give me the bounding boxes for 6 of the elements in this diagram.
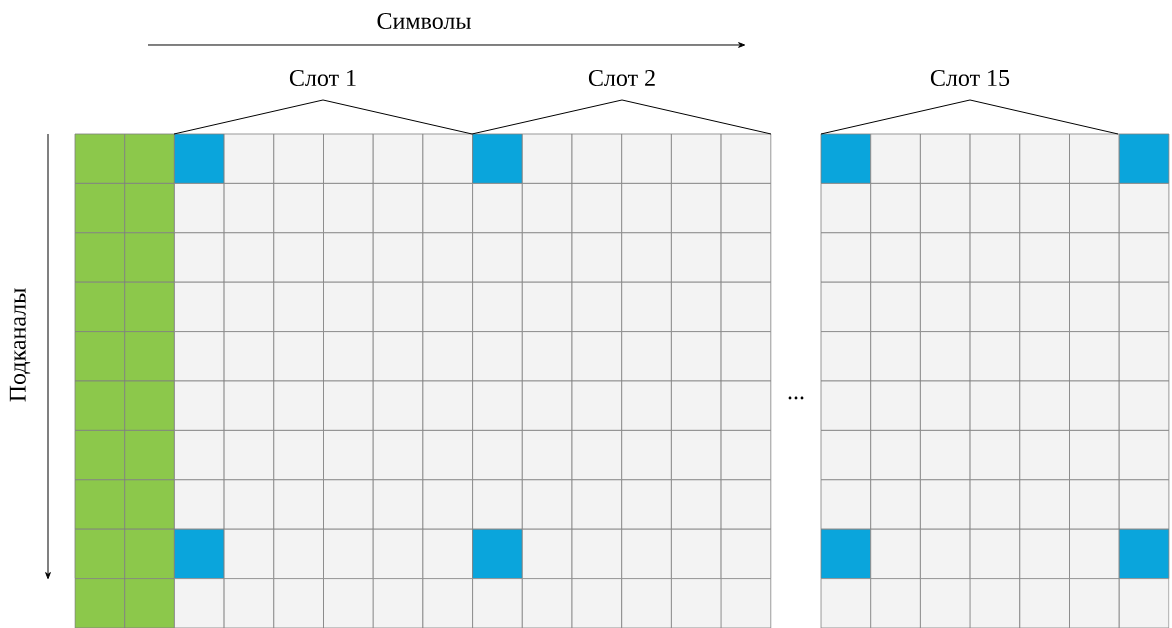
ellipsis: ... (788, 396, 804, 400)
axis-label: Подканалы (9, 288, 31, 402)
axis-label: Символы (377, 12, 471, 30)
slot-label: Слот 2 (588, 69, 655, 87)
slot-label: Слот 1 (289, 69, 356, 87)
slot-label: Слот 15 (930, 69, 1010, 87)
